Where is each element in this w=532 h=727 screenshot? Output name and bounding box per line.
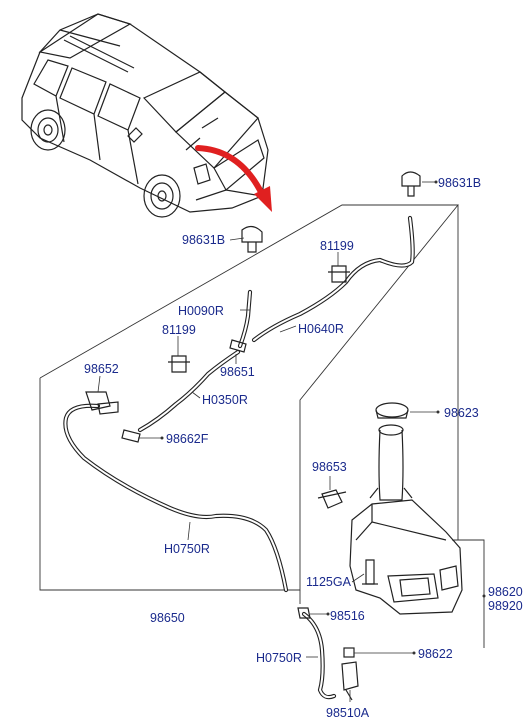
clip-81199-mid	[168, 355, 190, 373]
label-1125ga: 1125GA	[306, 575, 352, 589]
location-arrow	[195, 145, 272, 212]
vehicle-illustration	[21, 13, 269, 218]
clip-81199-top	[328, 265, 350, 283]
label-h0750r-mid: H0750R	[164, 542, 210, 556]
label-98516: 98516	[330, 609, 365, 623]
label-98651: 98651	[220, 365, 255, 379]
bolt-1125ga	[362, 559, 378, 585]
valve-98652	[85, 391, 119, 415]
label-98510a: 98510A	[326, 706, 370, 720]
label-98631b-top: 98631B	[438, 176, 481, 190]
hose-h0350r	[137, 349, 241, 433]
label-h0750r-bottom: H0750R	[256, 651, 302, 665]
label-81199-top: 81199	[320, 239, 354, 253]
grommet-98622	[343, 647, 355, 658]
leader-lines	[97, 181, 438, 702]
label-98622: 98622	[418, 647, 453, 661]
label-98620: 98620	[488, 585, 523, 599]
label-h0640r: H0640R	[298, 322, 344, 336]
leader-dots	[160, 180, 486, 655]
front-wheel	[143, 174, 181, 218]
reservoir-tank	[349, 402, 463, 615]
hose-h0750r-main	[63, 403, 289, 593]
label-98920: 98920	[488, 599, 523, 613]
label-98652: 98652	[84, 362, 119, 376]
label-h0090r: H0090R	[178, 304, 224, 318]
nozzle-98631b-left	[241, 225, 263, 253]
connector-98651	[229, 339, 247, 353]
pump-98510a	[341, 661, 359, 701]
hose-h0750r-lower	[301, 611, 337, 700]
rear-wheel	[30, 109, 66, 151]
part-labels: 98631B 98631B 81199 H0090R H0640R 81199 …	[84, 176, 523, 720]
connector-98662f	[121, 429, 141, 443]
label-98623: 98623	[444, 406, 479, 420]
label-81199-mid: 81199	[162, 323, 196, 337]
assembly-frame	[39, 204, 459, 591]
fitting-98516	[297, 607, 311, 619]
nozzle-98631b-top	[401, 171, 421, 197]
frame-right-lower	[452, 539, 485, 648]
hose-h0090r	[237, 289, 253, 349]
hose-h0640r	[251, 215, 415, 343]
label-98650: 98650	[150, 611, 185, 625]
grommet-98653	[317, 489, 347, 509]
label-98662f: 98662F	[166, 432, 209, 446]
label-98631b-left: 98631B	[182, 233, 225, 247]
label-h0350r: H0350R	[202, 393, 248, 407]
label-98653: 98653	[312, 460, 347, 474]
